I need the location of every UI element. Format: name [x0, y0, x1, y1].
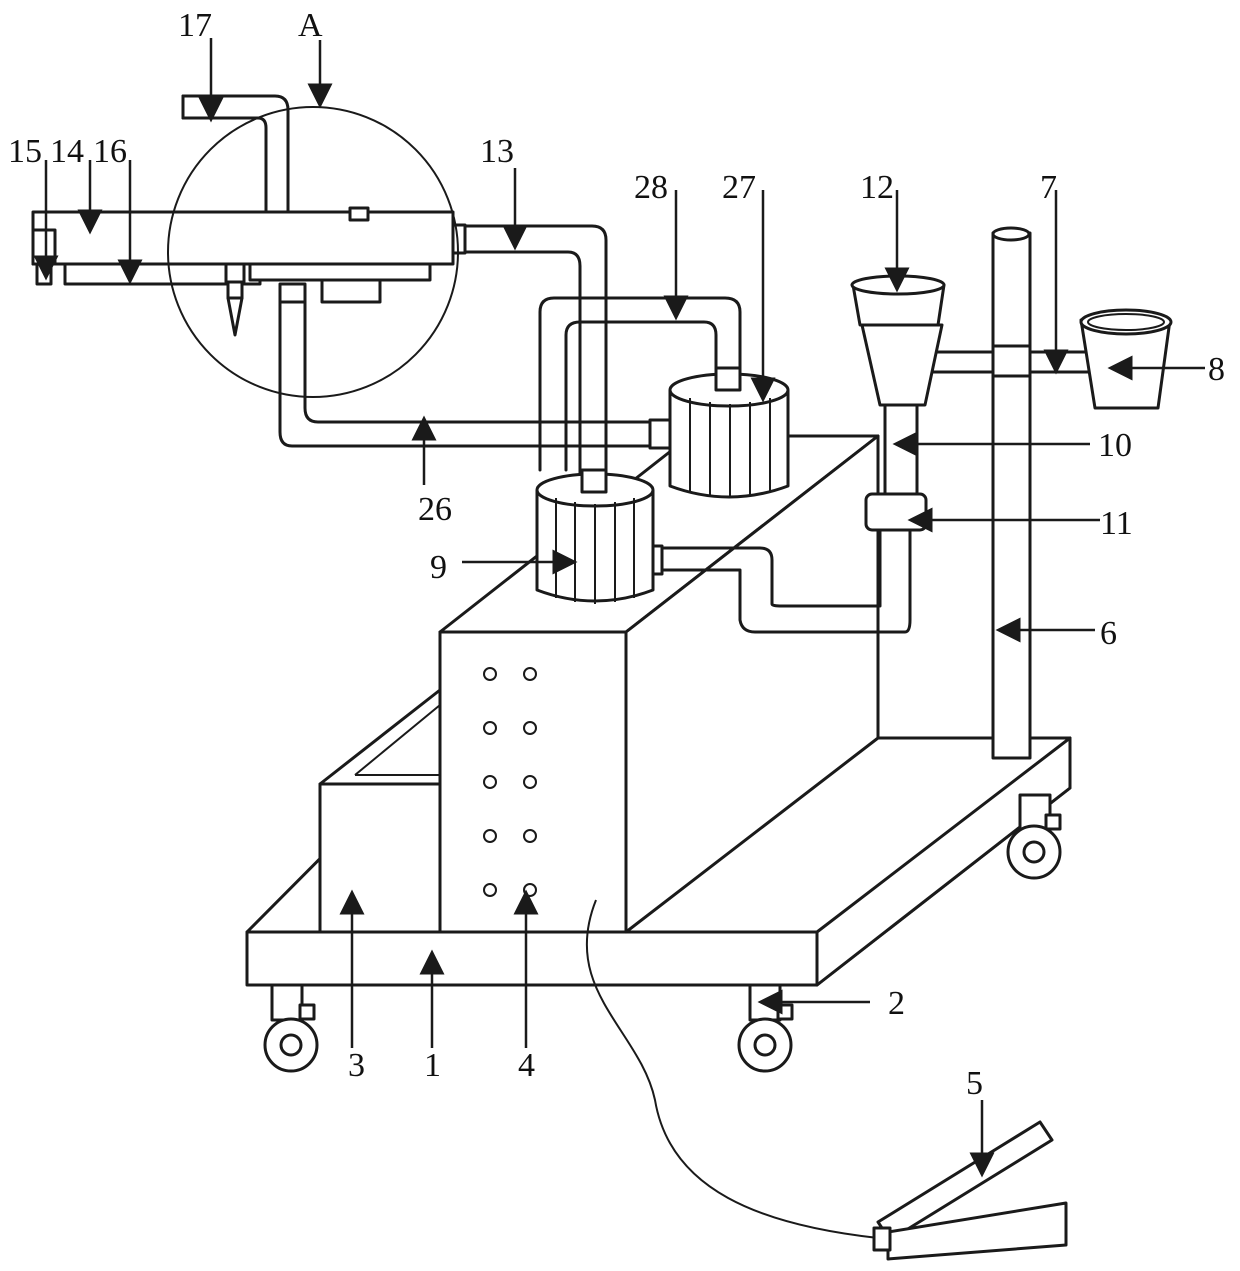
label-3: 3 — [348, 1047, 365, 1084]
label-27: 27 — [722, 169, 756, 206]
foot-pedal — [874, 1122, 1066, 1259]
label-17: 17 — [178, 7, 212, 44]
support-pole — [993, 228, 1030, 758]
work-head — [33, 208, 453, 335]
label-28: 28 — [634, 169, 668, 206]
holding-arm — [930, 346, 1095, 376]
flow-tube — [885, 405, 917, 500]
label-8: 8 — [1208, 351, 1225, 388]
pipe-13 — [435, 225, 606, 490]
label-a: A — [298, 7, 323, 44]
label-9: 9 — [430, 549, 447, 586]
needle — [226, 264, 244, 335]
label-13: 13 — [480, 133, 514, 170]
label-16: 16 — [93, 133, 127, 170]
label-2: 2 — [888, 985, 905, 1022]
label-15: 15 — [8, 133, 42, 170]
label-1: 1 — [424, 1047, 441, 1084]
storage-box — [320, 690, 442, 932]
wheel-front-left — [265, 985, 317, 1071]
label-11: 11 — [1100, 505, 1133, 542]
funnel — [852, 276, 944, 405]
clamp — [866, 494, 926, 530]
pump-9 — [537, 470, 653, 604]
label-14: 14 — [50, 133, 84, 170]
label-6: 6 — [1100, 615, 1117, 652]
label-5: 5 — [966, 1065, 983, 1102]
label-4: 4 — [518, 1047, 535, 1084]
label-10: 10 — [1098, 427, 1132, 464]
label-12: 12 — [860, 169, 894, 206]
pump-27 — [670, 368, 788, 498]
label-26: 26 — [418, 491, 452, 528]
cup — [1081, 310, 1171, 408]
wheel-front-right — [739, 985, 792, 1071]
label-7: 7 — [1040, 169, 1057, 206]
